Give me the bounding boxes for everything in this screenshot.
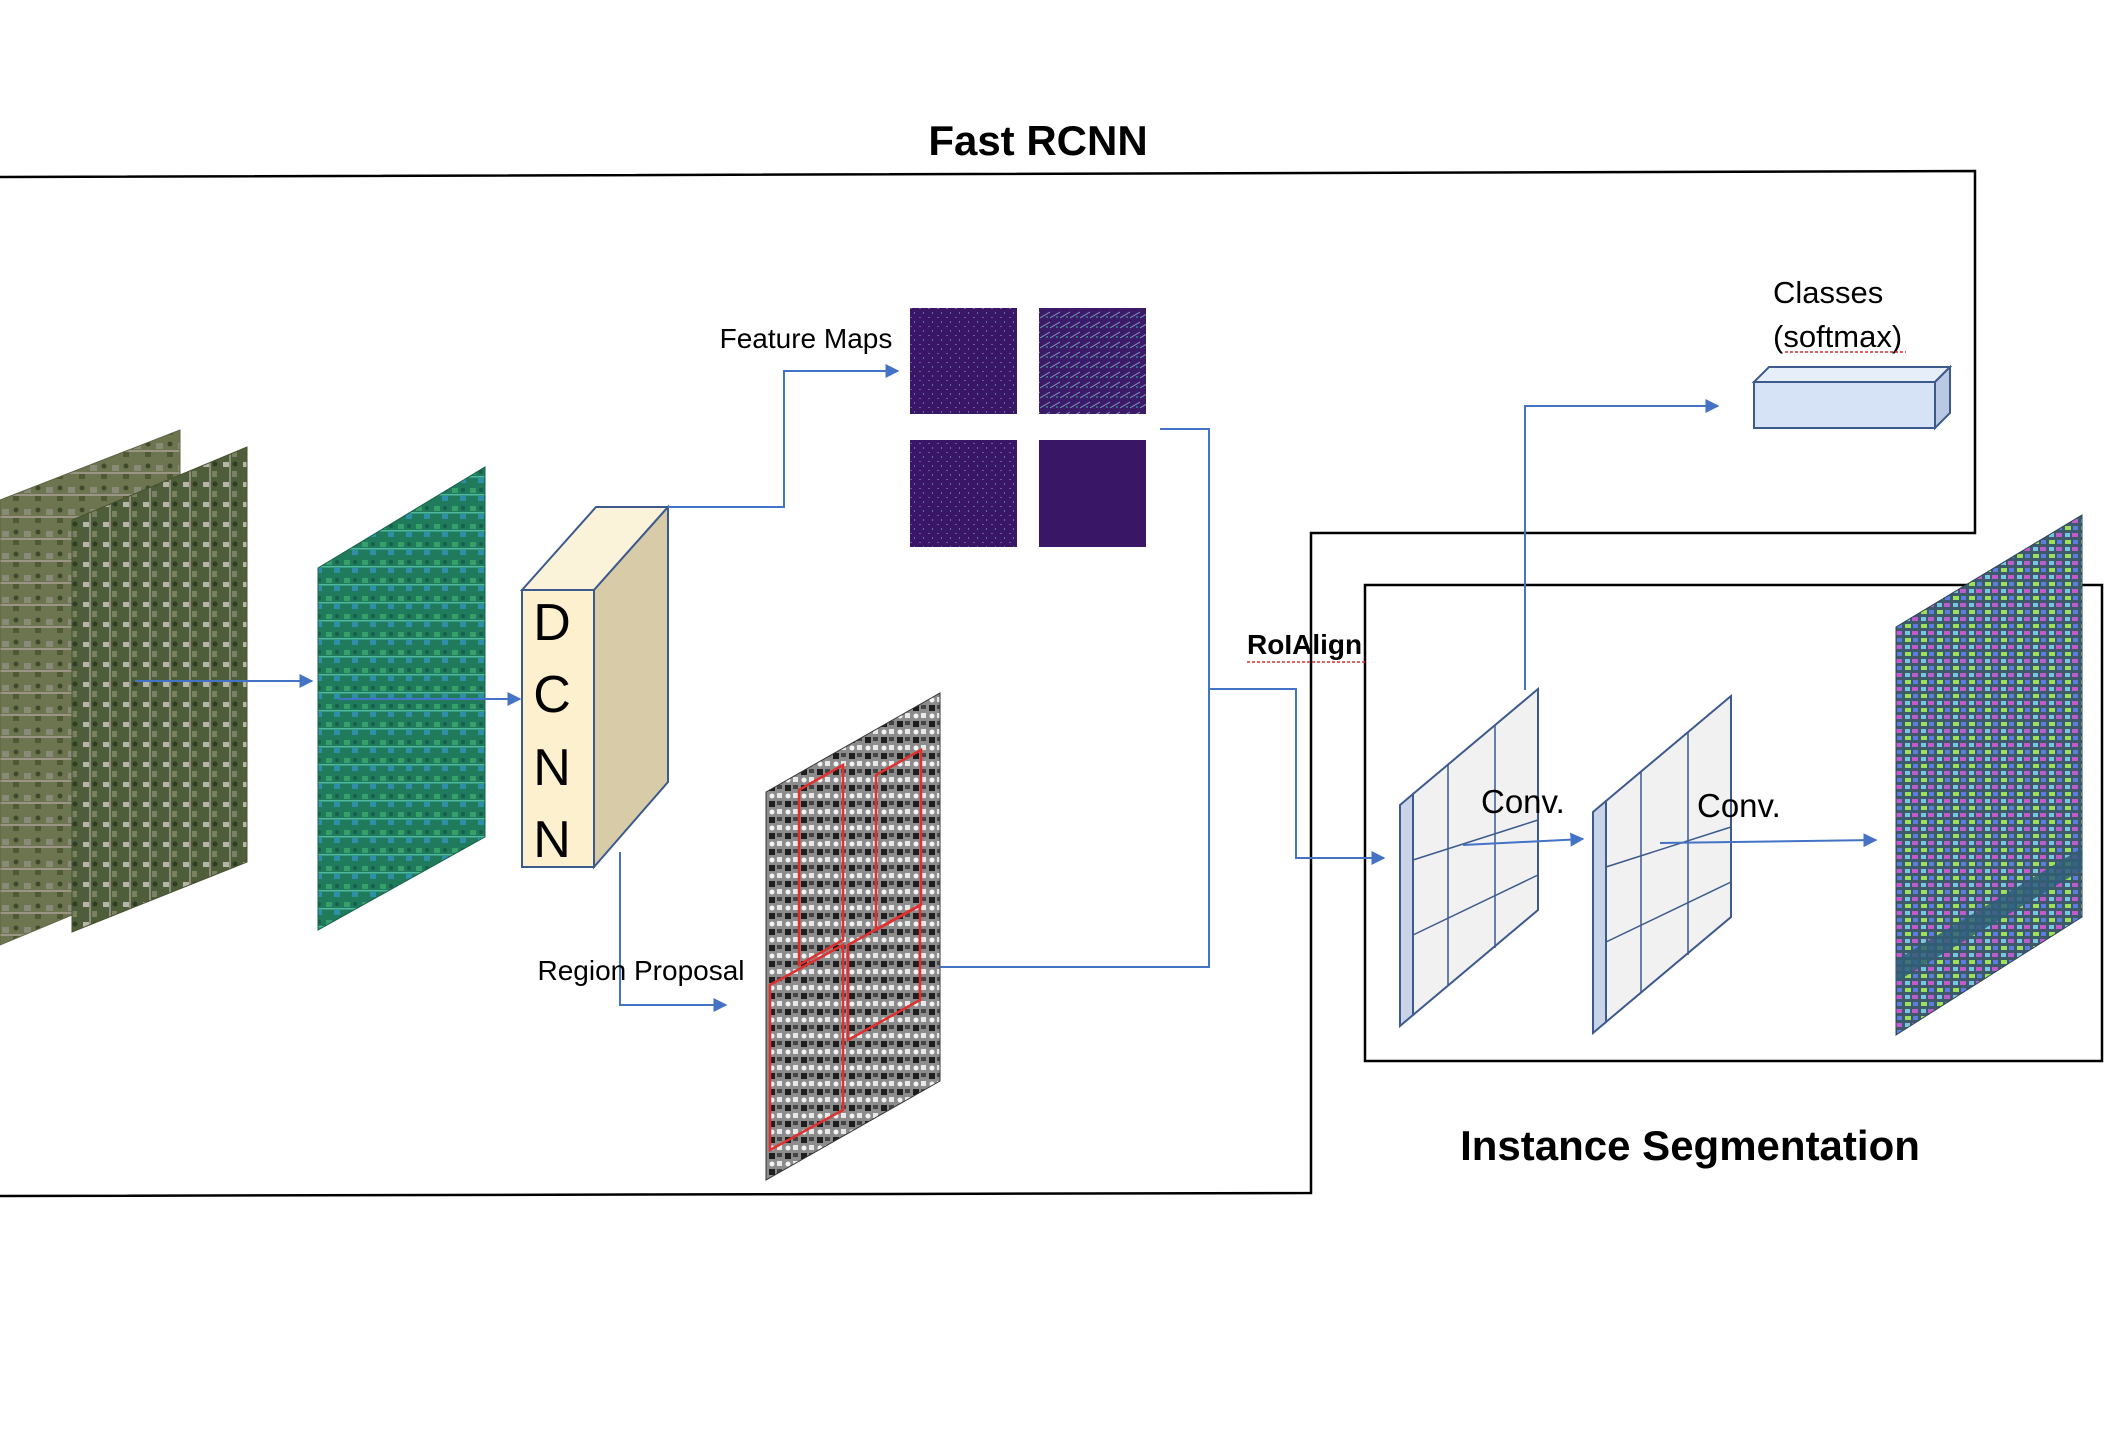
conv-panel-2-grid xyxy=(1605,826,1732,868)
feature-map-2 xyxy=(1039,308,1146,414)
classes-box-front xyxy=(1753,381,1936,429)
connector-region-proposal xyxy=(940,689,1210,968)
conv-panel-2-grid xyxy=(1605,881,1732,943)
arrow-to-classes xyxy=(1524,399,1720,690)
feature-maps-label: Feature Maps xyxy=(720,323,893,354)
conv-panel-1 xyxy=(1399,686,1539,1029)
proposal-box-3 xyxy=(768,942,845,1153)
fast-rcnn-title: Fast RCNN xyxy=(928,117,1147,164)
conv-label-1: Conv. xyxy=(1481,783,1565,820)
input-image-front xyxy=(71,446,248,933)
classes-box-top xyxy=(1751,366,1953,383)
segmentation-output-highway xyxy=(1896,848,2082,982)
dcnn-letter-n1: N xyxy=(533,739,571,797)
feature-map-1 xyxy=(910,308,1017,414)
conv-panel-1-face xyxy=(1412,686,1539,1018)
conv-panel-1-grid xyxy=(1412,819,1539,861)
feature-map-3 xyxy=(910,440,1017,547)
arrow-dcnn-to-feature-maps xyxy=(668,364,900,508)
region-proposal-label: Region Proposal xyxy=(537,955,744,986)
classes-box xyxy=(1751,364,1953,431)
softmax-label: (softmax) xyxy=(1773,319,1902,354)
feature-map-4 xyxy=(1039,440,1146,547)
conv-panel-1-grid xyxy=(1412,874,1539,936)
conv-panel-2-face xyxy=(1605,693,1732,1025)
classes-label: Classes xyxy=(1773,275,1883,310)
region-proposal-image xyxy=(765,692,941,1181)
conv-panel-2-edge xyxy=(1592,798,1607,1036)
dcnn-letter-n2: N xyxy=(533,811,571,869)
dcnn-letter-d: D xyxy=(533,594,571,652)
fast-rcnn-frame xyxy=(0,169,1977,1198)
segmentation-output-image xyxy=(1895,514,2083,1036)
arrow-conv-1-to-conv-2 xyxy=(1462,832,1585,847)
feature-maps-grid xyxy=(910,308,1146,547)
arrow-roialign-to-conv xyxy=(1209,688,1386,865)
connector-feature-maps xyxy=(1160,428,1210,689)
dcnn-letter-c: C xyxy=(533,666,571,724)
instance-segmentation-frame xyxy=(1363,583,2104,1063)
proposal-box-4 xyxy=(846,902,922,1043)
roialign-label: RoIAlign xyxy=(1247,629,1362,660)
conv-label-2: Conv. xyxy=(1697,787,1781,824)
instance-segmentation-title: Instance Segmentation xyxy=(1460,1122,1920,1169)
conv-panel-2 xyxy=(1592,693,1732,1036)
proposal-box-1 xyxy=(797,762,845,968)
conv-panel-1-edge xyxy=(1399,791,1414,1029)
region-proposal-photo xyxy=(765,692,941,1181)
arrow-conv-2-to-output xyxy=(1659,833,1878,848)
arrow-dcnn-to-region-proposal xyxy=(619,852,728,1012)
dcnn-block: D C N N xyxy=(519,504,671,870)
dcnn-front xyxy=(521,589,595,868)
